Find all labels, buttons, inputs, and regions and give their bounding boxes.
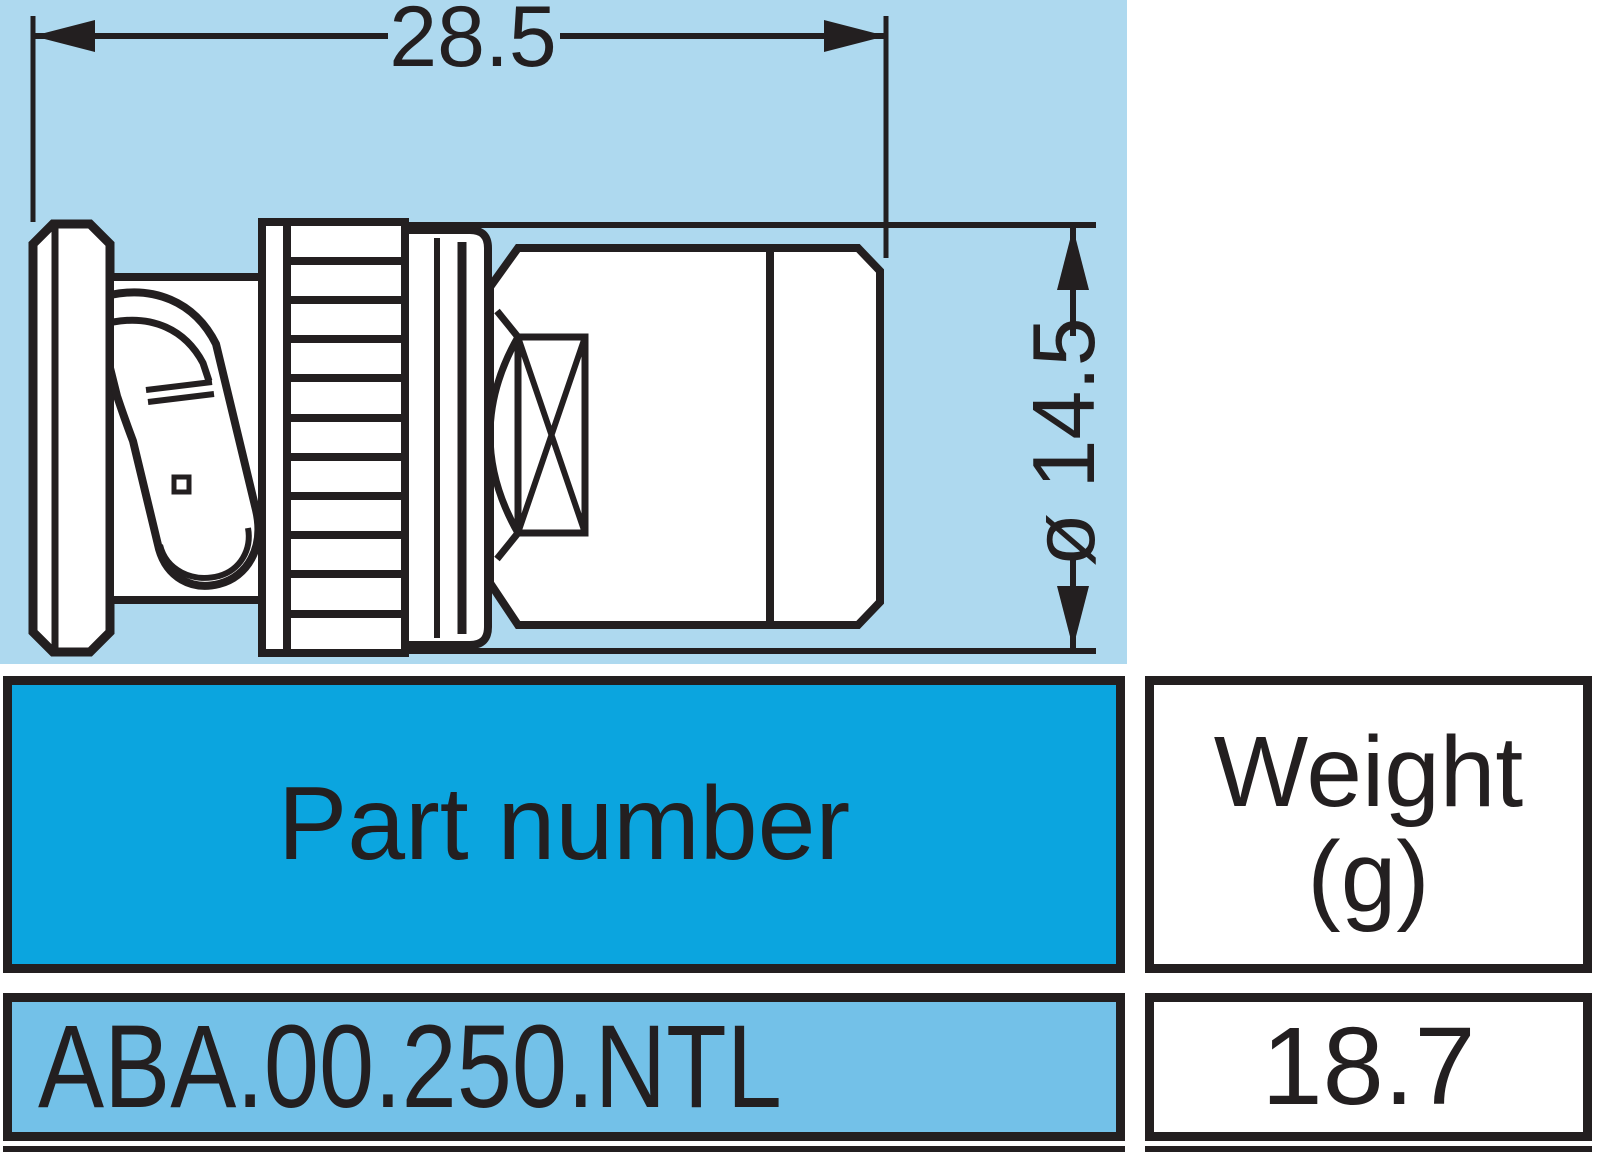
length-dimension: 28.5: [30, 0, 889, 258]
knurled-drum: [283, 218, 409, 657]
length-dimension-label: 28.5: [389, 0, 556, 85]
knurl-ribs: [287, 257, 405, 618]
weight-header-label-line1: Weight: [1213, 715, 1524, 828]
part-number-header-cell: Part number: [3, 676, 1125, 973]
dim-arrow-right: [824, 20, 886, 52]
dim-arrow-up: [1057, 228, 1089, 290]
diameter-dimension-label: ø 14.5: [1014, 317, 1113, 566]
weight-value-cell: 18.7: [1145, 993, 1592, 1141]
next-row-border-right: [1145, 1146, 1592, 1152]
front-flange: [28, 219, 115, 657]
weight-header-label-line2: (g): [1307, 820, 1430, 933]
part-number-value: ABA.00.250.NTL: [38, 1001, 782, 1133]
diameter-dimension: ø 14.5: [408, 222, 1113, 654]
technical-drawing-panel: 28.5: [0, 0, 1127, 664]
connector-outline: [28, 218, 884, 657]
crimp-window: [486, 308, 589, 562]
next-row-border-left: [3, 1146, 1125, 1152]
part-number-header-label: Part number: [277, 766, 851, 882]
dim-arrow-down: [1057, 586, 1089, 648]
nut-collar-right: [401, 226, 492, 649]
dim-arrow-left: [33, 20, 95, 52]
weight-value: 18.7: [1261, 1005, 1476, 1128]
bayonet-pin: [106, 288, 263, 590]
part-number-value-cell: ABA.00.250.NTL: [3, 993, 1125, 1141]
connector-technical-drawing: 28.5: [28, 0, 1113, 657]
weight-header-cell: Weight (g): [1145, 676, 1592, 973]
